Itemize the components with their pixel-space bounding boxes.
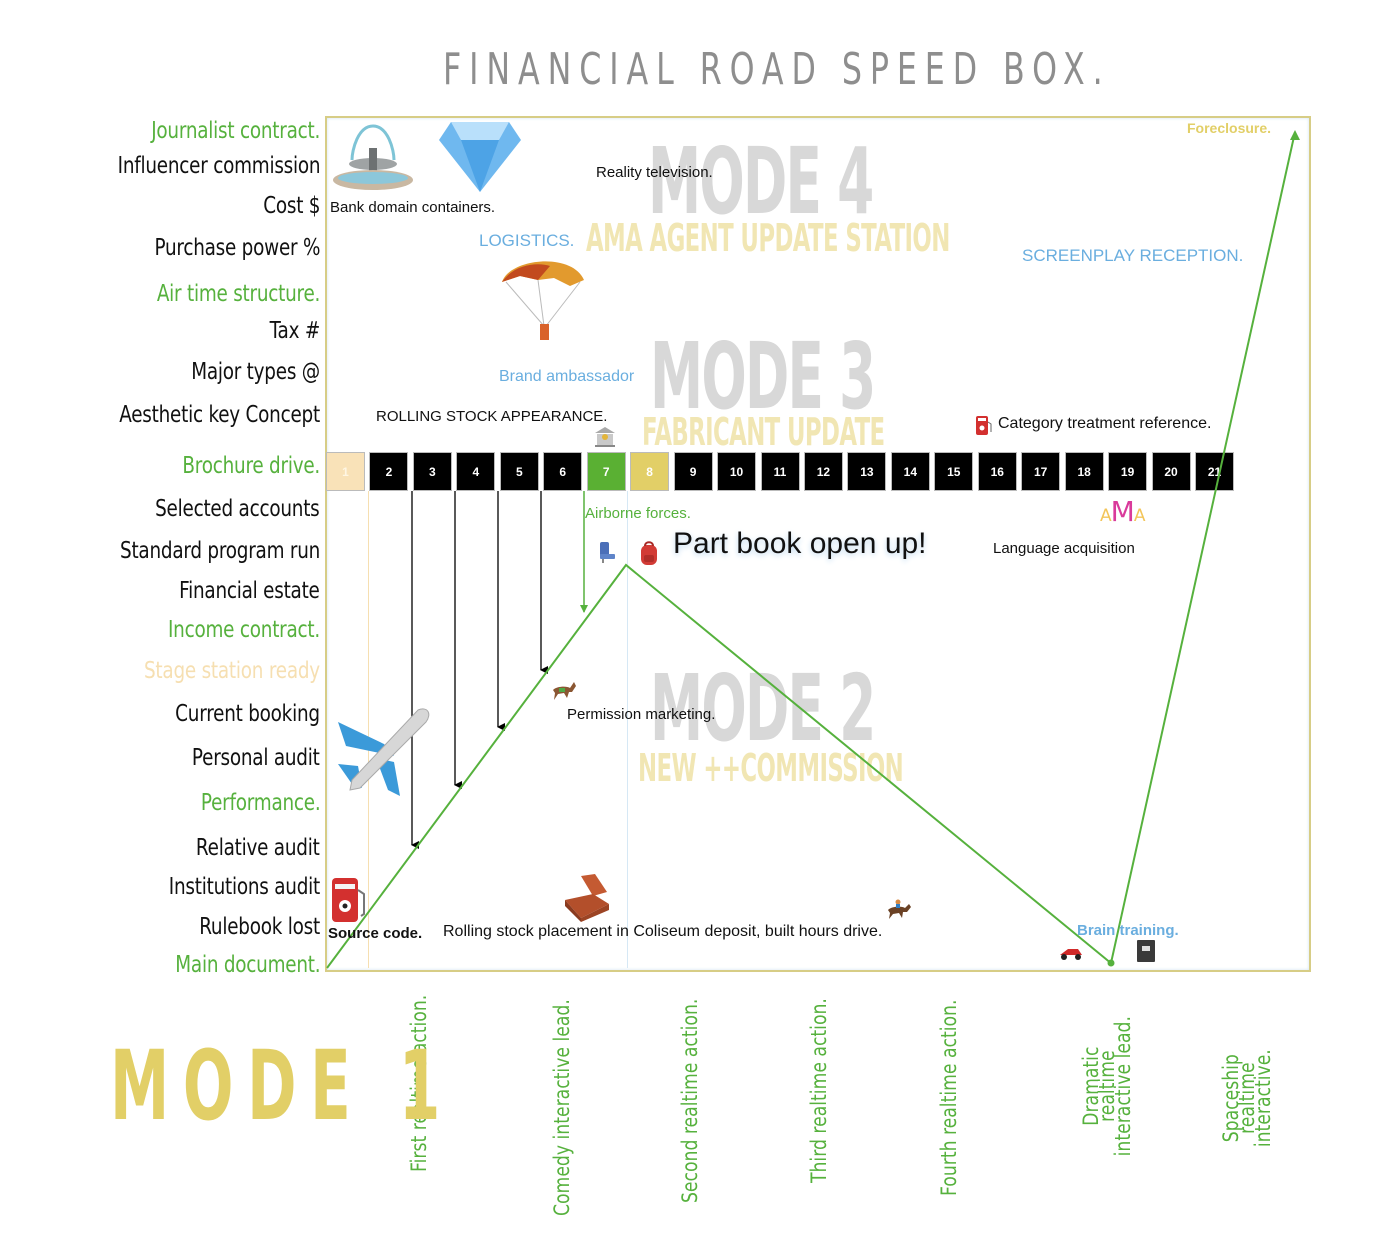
page-title: FINANCIAL ROAD SPEED BOX. (443, 44, 1111, 95)
step-cell-18[interactable]: 18 (1064, 452, 1104, 491)
row-label: Cost $ (262, 193, 320, 219)
mode3-title: MODE 3 (650, 323, 876, 430)
guide-line-step8 (627, 491, 628, 968)
mode1-title: MODE 1 (110, 1030, 454, 1142)
step-cell-14[interactable]: 14 (890, 452, 930, 491)
row-label: Influencer commission (117, 153, 320, 179)
rise-arrow (1110, 130, 1300, 964)
foreclosure-label: Foreclosure. (1187, 120, 1272, 136)
step-cell-6[interactable]: 6 (543, 452, 583, 491)
seat-icon (600, 542, 615, 563)
language-acquisition-label: Language acquisition (993, 540, 1135, 557)
mode2-subtitle: NEW ++COMMISSION (638, 746, 904, 790)
step-cell-21[interactable]: 21 (1195, 452, 1234, 491)
action-label: Dramatic realtime interactive lead. (1079, 1016, 1135, 1157)
row-label: Stage station ready (144, 658, 320, 684)
fuel-pump-small-icon (976, 416, 992, 435)
row-label: Major types @ (191, 359, 320, 385)
fountain-icon (333, 124, 413, 190)
step-cell-1[interactable]: 1 (326, 452, 365, 491)
action-label: Spaceship realtime interactive. (1219, 1049, 1275, 1148)
backpack-icon (641, 541, 657, 565)
row-label: Journalist contract. (151, 118, 320, 144)
permission-marketing-label: Permission marketing. (567, 706, 716, 723)
step-cell-16[interactable]: 16 (977, 452, 1017, 491)
step-cell-5[interactable]: 5 (499, 452, 539, 491)
reality-tv-label: Reality television. (596, 164, 713, 181)
horse-racing-icon (888, 899, 911, 919)
mode2-title: MODE 2 (650, 655, 876, 762)
row-label: Selected accounts (155, 496, 321, 522)
screenplay-label: SCREENPLAY RECEPTION. (1022, 246, 1244, 265)
step-cell-2[interactable]: 2 (369, 452, 409, 491)
row-label: Personal audit (192, 745, 320, 771)
guide-line-step1 (368, 491, 369, 968)
ama-logo: AMA (1100, 495, 1145, 528)
action-label: Comedy interactive lead. (550, 999, 574, 1216)
row-label: Relative audit (196, 835, 320, 861)
brand-ambassador-label: Brand ambassador (499, 368, 635, 385)
step-cell-4[interactable]: 4 (456, 452, 496, 491)
airplane-icon (338, 708, 430, 796)
step-cell-7[interactable]: 7 (586, 452, 626, 491)
row-label: Brochure drive. (182, 453, 320, 479)
bank-icon (595, 427, 615, 447)
row-label: Income contract. (168, 617, 320, 643)
fuel-pump-icon (332, 878, 365, 922)
parachute-icon (502, 261, 584, 340)
brain-training-label: Brain training. (1077, 922, 1179, 939)
row-label: Rulebook lost (199, 914, 320, 940)
bank-domain-label: Bank domain containers. (330, 199, 496, 216)
row-label: Performance. (200, 790, 320, 816)
rolling-placement-label: Rolling stock placement in Coliseum depo… (443, 923, 883, 940)
logistics-label: LOGISTICS. (479, 231, 575, 250)
mode3-subtitle: FABRICANT UPDATE (642, 410, 885, 454)
chart-box (325, 116, 1311, 972)
step-cell-10[interactable]: 10 (717, 452, 757, 491)
part-book-headline: Part book open up! (673, 527, 927, 560)
notebook-icon (1137, 940, 1155, 962)
step-cell-17[interactable]: 17 (1021, 452, 1061, 491)
step-cell-15[interactable]: 15 (934, 452, 974, 491)
step-cell-13[interactable]: 13 (847, 452, 887, 491)
row-label: Tax # (269, 318, 321, 344)
horse-icon (553, 682, 576, 700)
row-label: Current booking (175, 701, 320, 727)
step-cell-20[interactable]: 20 (1151, 452, 1191, 491)
action-label: Third realtime action. (807, 998, 831, 1183)
row-label: Institutions audit (168, 874, 320, 900)
airborne-label: Airborne forces. (585, 505, 691, 522)
category-treatment-label: Category treatment reference. (998, 415, 1212, 432)
triangle-path (326, 563, 1113, 969)
step-cell-3[interactable]: 3 (412, 452, 452, 491)
row-label: Standard program run (119, 538, 320, 564)
row-label: Air time structure. (156, 281, 321, 307)
row-label: Aesthetic key Concept (119, 402, 320, 428)
row-label: Purchase power % (154, 235, 320, 261)
mode4-subtitle: AMA AGENT UPDATE STATION (586, 216, 950, 260)
gem-icon (439, 122, 521, 192)
source-code-label: Source code. (328, 925, 423, 942)
action-label: Fourth realtime action. (937, 999, 961, 1196)
step-cell-8[interactable]: 8 (630, 452, 670, 491)
brick-icon (565, 874, 609, 922)
rolling-stock-label: ROLLING STOCK APPEARANCE. (376, 408, 608, 425)
action-label: Second realtime action. (678, 998, 702, 1203)
step-cell-11[interactable]: 11 (760, 452, 800, 491)
mode4-title: MODE 4 (648, 128, 874, 235)
race-car-icon (1060, 949, 1082, 960)
step-cell-19[interactable]: 19 (1108, 452, 1148, 491)
row-label: Financial estate (179, 578, 320, 604)
step-cell-12[interactable]: 12 (803, 452, 843, 491)
row-label: Main document. (174, 952, 320, 978)
step-cell-9[interactable]: 9 (673, 452, 713, 491)
